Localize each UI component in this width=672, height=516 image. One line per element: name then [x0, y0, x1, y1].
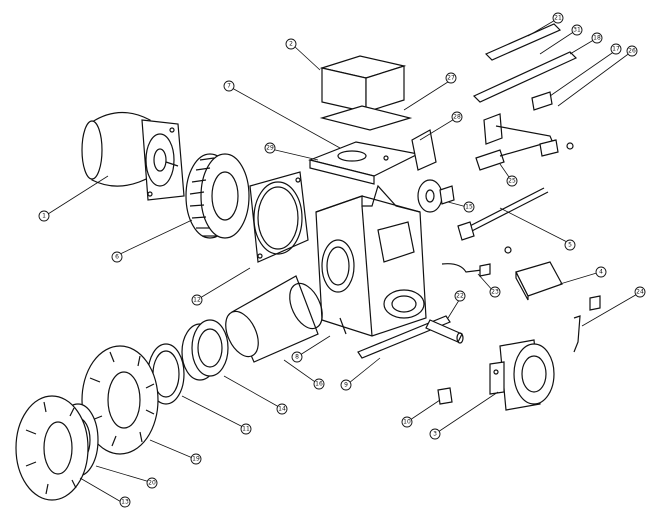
svg-text:2: 2 [289, 41, 293, 48]
part-oil-line [441, 246, 512, 277]
callout-16: 16 [313, 378, 325, 390]
svg-text:25: 25 [508, 178, 516, 185]
callout-8: 8 [291, 351, 303, 363]
callout-10: 10 [401, 416, 413, 428]
callout-6: 6 [111, 251, 123, 263]
callout-14: 14 [276, 403, 288, 415]
callout-28: 28 [451, 111, 463, 123]
part-tube-fitting [573, 295, 601, 353]
svg-text:11: 11 [242, 426, 250, 433]
part-air-tube [225, 275, 323, 363]
svg-text:12: 12 [193, 297, 201, 304]
svg-text:28: 28 [453, 114, 461, 121]
svg-text:23: 23 [491, 289, 499, 296]
svg-text:22: 22 [456, 293, 464, 300]
callout-29: 29 [264, 142, 276, 154]
svg-text:4: 4 [599, 269, 603, 276]
callout-12: 12 [191, 294, 203, 306]
svg-text:14: 14 [278, 406, 286, 413]
svg-text:21: 21 [554, 15, 562, 22]
part-slotted-disc-19 [81, 345, 159, 455]
svg-text:20: 20 [148, 480, 156, 487]
svg-text:27: 27 [447, 75, 455, 82]
svg-text:6: 6 [115, 254, 119, 261]
svg-text:19: 19 [192, 456, 200, 463]
callout-11: 11 [240, 423, 252, 435]
callout-2: 2 [285, 38, 297, 50]
callout-25: 25 [506, 175, 518, 187]
svg-text:24: 24 [636, 289, 644, 296]
part-flange [181, 319, 229, 381]
svg-text:31: 31 [573, 27, 581, 34]
svg-text:7: 7 [227, 83, 231, 90]
callout-5: 5 [564, 239, 576, 251]
svg-text:17: 17 [612, 46, 620, 53]
callout-21: 21 [552, 12, 564, 24]
svg-text:16: 16 [315, 381, 323, 388]
callout-17: 17 [610, 43, 622, 55]
callout-15: 15 [463, 201, 475, 213]
part-air-guide-plate [249, 171, 309, 263]
part-burner-housing [315, 184, 427, 337]
svg-text:10: 10 [403, 419, 411, 426]
part-wiring [457, 187, 549, 241]
callout-24: 24 [634, 286, 646, 298]
part-bar-21 [484, 23, 562, 61]
part-mounting-plate [308, 141, 420, 185]
callout-23: 23 [489, 286, 501, 298]
part-pump [489, 339, 555, 411]
part-arm [495, 125, 574, 157]
svg-text:1: 1 [42, 213, 46, 220]
callout-1: 1 [38, 210, 50, 222]
part-gasket [319, 105, 413, 131]
callout-19: 19 [190, 453, 202, 465]
callout-31: 31 [571, 24, 583, 36]
svg-text:26: 26 [628, 48, 636, 55]
svg-text:8: 8 [295, 354, 299, 361]
part-fan-wheel [417, 179, 455, 213]
svg-text:13: 13 [121, 499, 129, 506]
callout-22: 22 [454, 290, 466, 302]
part-bracket [411, 129, 437, 171]
callout-13: 13 [119, 496, 131, 508]
svg-text:18: 18 [593, 35, 601, 42]
svg-text:15: 15 [465, 204, 473, 211]
part-motor [81, 111, 185, 201]
svg-text:9: 9 [344, 382, 348, 389]
part-nozzle-adapter [425, 319, 464, 344]
part-transformer [319, 55, 407, 113]
part-lever [472, 51, 578, 103]
callout-3: 3 [429, 428, 441, 440]
callout-27: 27 [445, 72, 457, 84]
callout-7: 7 [223, 80, 235, 92]
leader-lines [47, 18, 640, 504]
callout-18: 18 [591, 32, 603, 44]
part-cover [515, 261, 563, 301]
part-fitting-10 [437, 387, 453, 405]
svg-text:5: 5 [568, 242, 572, 249]
part-blower-wheel [185, 153, 250, 239]
part-slotted-disc-13 [15, 395, 89, 501]
callout-26: 26 [626, 45, 638, 57]
callout-4: 4 [595, 266, 607, 278]
svg-text:3: 3 [433, 431, 437, 438]
part-pin [483, 91, 553, 145]
callout-9: 9 [340, 379, 352, 391]
callout-20: 20 [146, 477, 158, 489]
svg-text:29: 29 [266, 145, 274, 152]
